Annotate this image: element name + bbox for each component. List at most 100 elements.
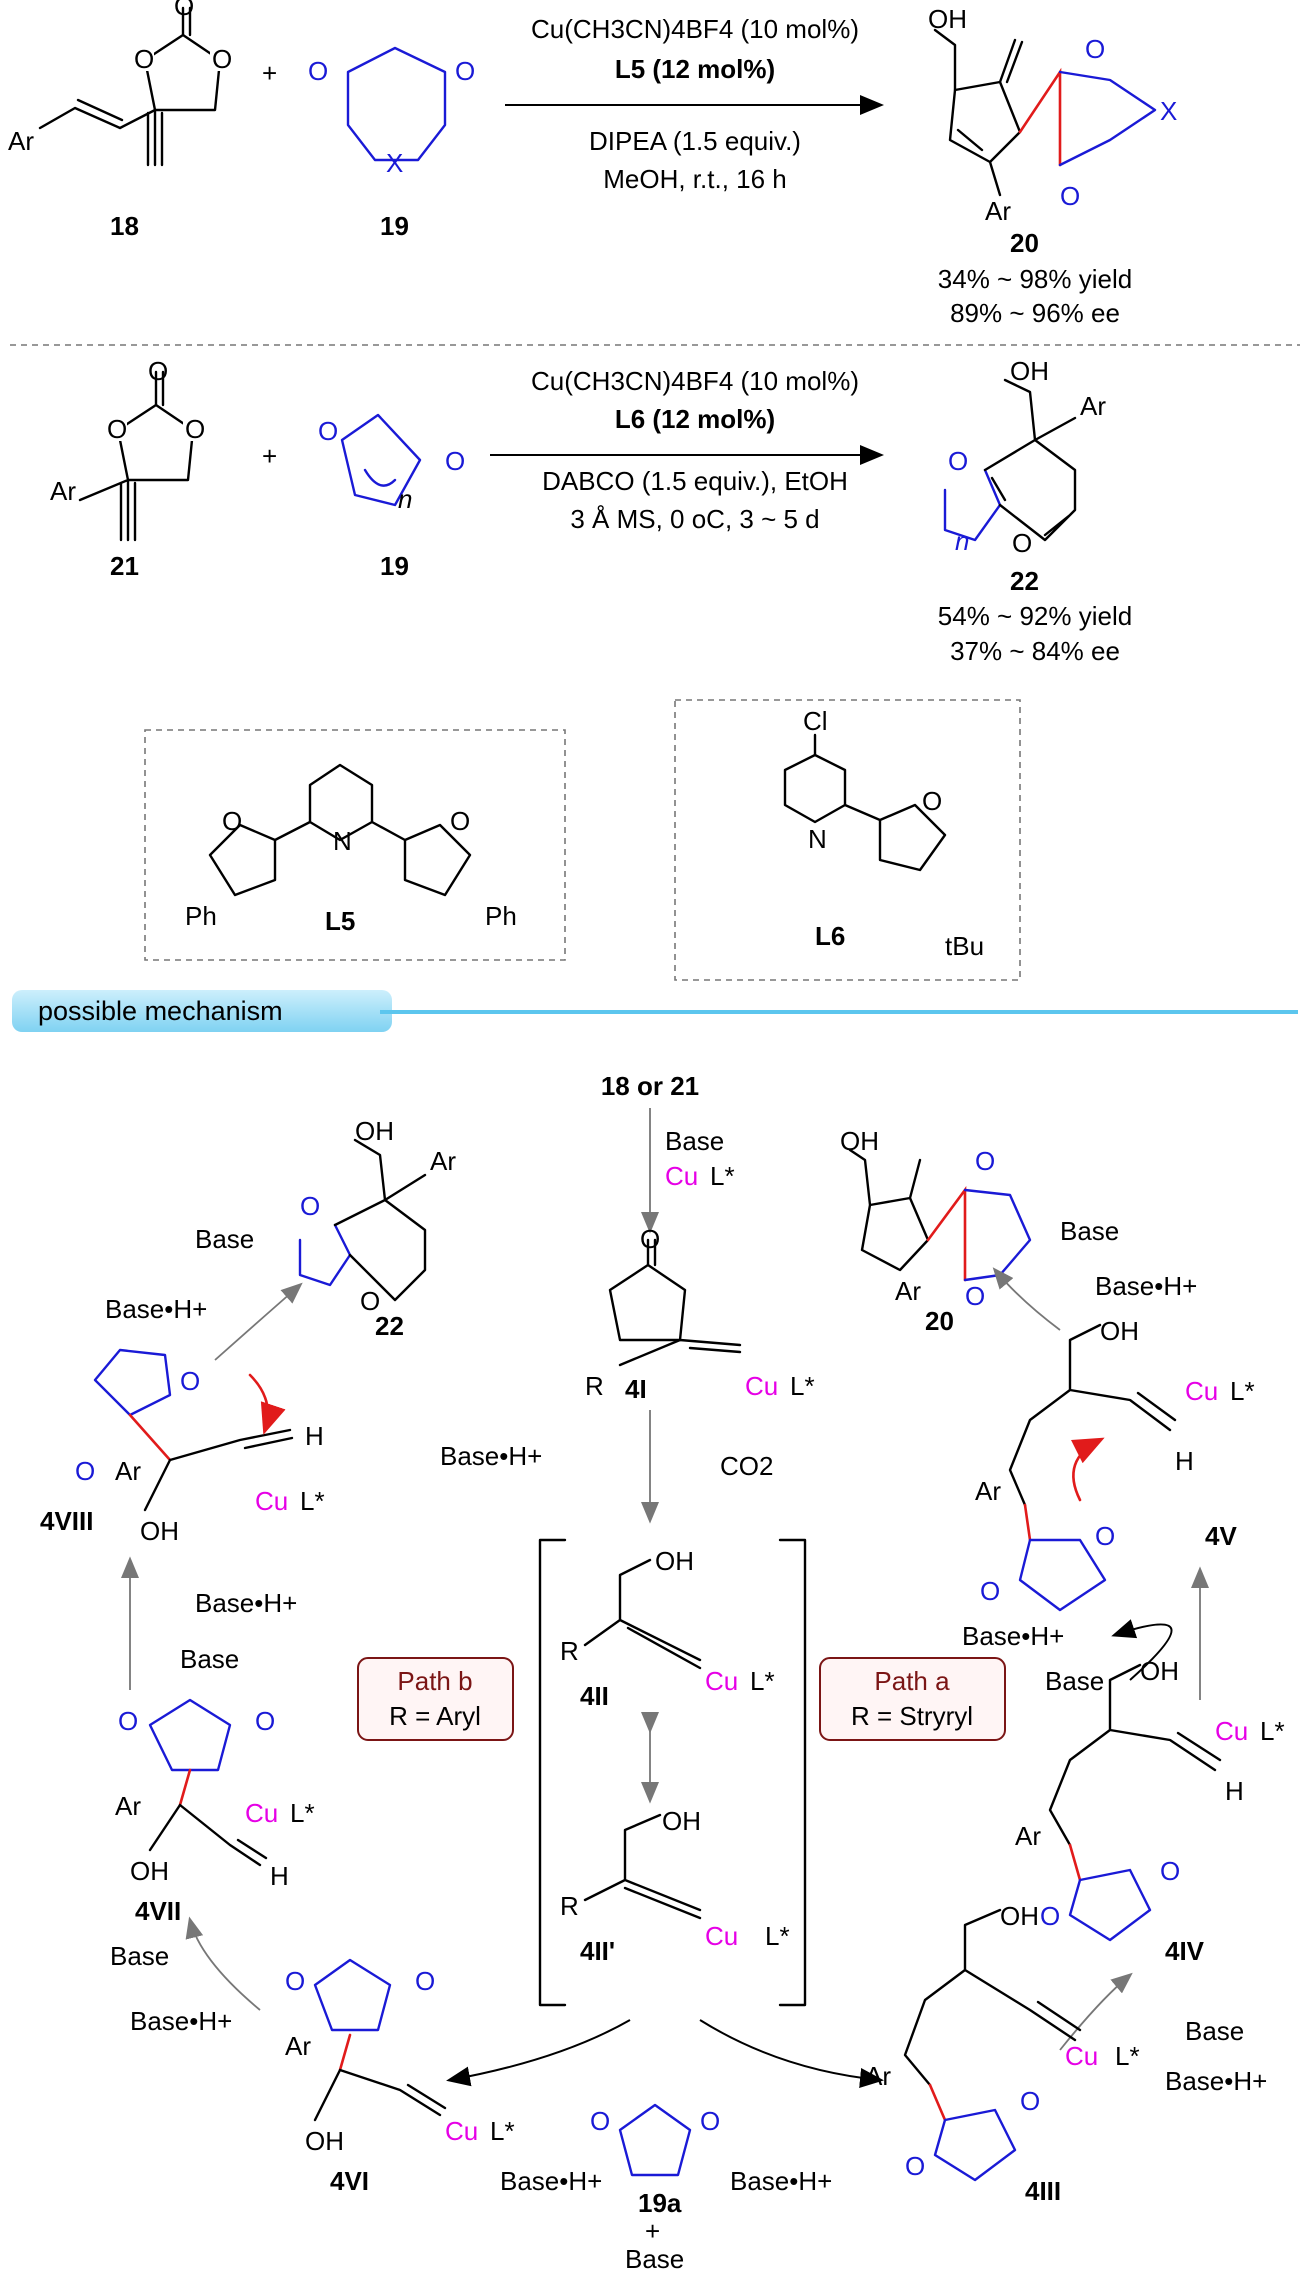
reaction1-solvent: MeOH, r.t., 16 h bbox=[603, 164, 787, 194]
label-20: 20 bbox=[925, 1306, 954, 1336]
reagent-base: Base bbox=[180, 1644, 239, 1674]
atom-n: N bbox=[808, 824, 827, 854]
banner-label: possible mechanism bbox=[38, 996, 283, 1026]
cu-label: Cu bbox=[255, 1486, 288, 1516]
label-4IV: 4IV bbox=[1165, 1936, 1205, 1966]
ligand-label: L* bbox=[750, 1666, 775, 1696]
atom-o: O bbox=[1020, 2086, 1040, 2116]
atom-ar: Ar bbox=[895, 1276, 921, 1306]
atom-oh: OH bbox=[1100, 1316, 1139, 1346]
reaction2-conditions: 3 Å MS, 0 oC, 3 ~ 5 d bbox=[570, 504, 819, 534]
reaction2-yield: 54% ~ 92% yield bbox=[938, 601, 1132, 631]
ligand-label: L* bbox=[765, 1921, 790, 1951]
bracket-left bbox=[538, 1538, 567, 2007]
ligand-l5: N O O Ph Ph L5 bbox=[185, 763, 517, 936]
intermediate-4VIII: O O Ar OH H Cu L* 4VIII bbox=[40, 1348, 325, 1546]
reaction2-ligand: L6 (12 mol%) bbox=[615, 404, 775, 434]
compound-22: O O OH Ar n 22 54% ~ 92% yield 37% ~ 84%… bbox=[938, 356, 1132, 666]
atom-o: O bbox=[1012, 528, 1032, 558]
atom-oh: OH bbox=[355, 1116, 394, 1146]
label-4VI: 4VI bbox=[330, 2166, 369, 2196]
reagent-base-h: Base•H+ bbox=[440, 1441, 542, 1471]
ligand-label: L* bbox=[1230, 1376, 1255, 1406]
reagent-cu: Cu bbox=[665, 1161, 698, 1191]
atom-o: O bbox=[212, 44, 232, 74]
atom-o: O bbox=[965, 1281, 985, 1311]
atom-o: O bbox=[174, 0, 194, 21]
intermediate-4III: OH Cu L* Ar O O 4III bbox=[865, 1901, 1140, 2206]
atom-x: X bbox=[1160, 96, 1177, 126]
intermediate-4IV: OH Cu L* H Ar O O 4IV bbox=[1015, 1656, 1285, 1966]
ligand-label: L* bbox=[790, 1371, 815, 1401]
atom-ar: Ar bbox=[1015, 1821, 1041, 1851]
reagent-base: Base bbox=[110, 1941, 169, 1971]
reagent-base-h: Base•H+ bbox=[105, 1294, 207, 1324]
atom-n-index: n bbox=[955, 526, 969, 556]
reagent-base: Base bbox=[195, 1224, 254, 1254]
reagent-base-h: Base•H+ bbox=[1095, 1271, 1197, 1301]
atom-o: O bbox=[285, 1966, 305, 1996]
atom-r: R bbox=[560, 1636, 579, 1666]
atom-o: O bbox=[360, 1286, 380, 1316]
atom-o: O bbox=[308, 56, 328, 86]
atom-o: O bbox=[1040, 1901, 1060, 1931]
reaction2: O O O Ar 21 + O O n 19 Cu(CH3CN)4BF4 (10… bbox=[50, 356, 1132, 666]
label-4I: 4I bbox=[625, 1374, 647, 1404]
plus-sign: + bbox=[645, 2216, 660, 2246]
cu-label: Cu bbox=[445, 2116, 478, 2146]
label-4II: 4II bbox=[580, 1681, 609, 1711]
atom-o: O bbox=[922, 786, 942, 816]
path-a-title: Path a bbox=[874, 1666, 950, 1696]
ligand-label-l6: L6 bbox=[815, 921, 845, 951]
atom-o: O bbox=[1085, 34, 1105, 64]
atom-ar: Ar bbox=[985, 196, 1011, 226]
atom-o: O bbox=[975, 1146, 995, 1176]
atom-ar: Ar bbox=[115, 1791, 141, 1821]
atom-oh: OH bbox=[140, 1516, 179, 1546]
atom-x: X bbox=[386, 148, 403, 178]
mechanism-banner: possible mechanism bbox=[12, 990, 392, 1032]
banner-divider bbox=[380, 1010, 1298, 1014]
intermediate-4VII: O O Ar OH Cu L* H 4VII bbox=[115, 1698, 315, 1926]
label-4VIII: 4VIII bbox=[40, 1506, 93, 1536]
atom-o: O bbox=[1060, 181, 1080, 211]
intermediate-4IIp: OH R Cu L* 4II' bbox=[560, 1806, 790, 1966]
reagent-base: Base bbox=[1185, 2016, 1244, 2046]
atom-oh: OH bbox=[1000, 1901, 1039, 1931]
atom-ar: Ar bbox=[115, 1456, 141, 1486]
reagent-base: Base bbox=[1045, 1666, 1104, 1696]
compound-label-22: 22 bbox=[1010, 566, 1039, 596]
path-a-r: R = Stryryl bbox=[851, 1701, 973, 1731]
intermediate-4I: O R Cu L* 4I bbox=[585, 1224, 815, 1404]
arrow-base-4v bbox=[1111, 1619, 1173, 1681]
atom-oh: OH bbox=[130, 1856, 169, 1886]
atom-o: O bbox=[107, 414, 127, 444]
atom-ar: Ar bbox=[865, 2061, 891, 2091]
reaction1: O O O Ar 18 + O O X 19 Cu(CH3CN)4BF4 (10… bbox=[8, 0, 1177, 328]
atom-o: O bbox=[640, 1224, 660, 1254]
label-19a: 19a bbox=[638, 2188, 682, 2218]
ligand-l6: Cl N O tBu L6 bbox=[783, 706, 984, 961]
reagent-base-h: Base•H+ bbox=[730, 2166, 832, 2196]
cu-label: Cu bbox=[1215, 1716, 1248, 1746]
atom-r: R bbox=[585, 1371, 604, 1401]
atom-oh: OH bbox=[928, 4, 967, 34]
reagent-base: Base bbox=[1060, 1216, 1119, 1246]
atom-o: O bbox=[118, 1706, 138, 1736]
atom-oh: OH bbox=[1140, 1656, 1179, 1686]
path-b-title: Path b bbox=[397, 1666, 472, 1696]
atom-o: O bbox=[300, 1191, 320, 1221]
atom-o: O bbox=[455, 56, 475, 86]
cu-label: Cu bbox=[705, 1921, 738, 1951]
cu-label: Cu bbox=[705, 1666, 738, 1696]
atom-o: O bbox=[1095, 1521, 1115, 1551]
reagent-base: Base bbox=[625, 2244, 684, 2273]
atom-ph: Ph bbox=[485, 901, 517, 931]
ligand-l6-box bbox=[674, 699, 1021, 981]
atom-o: O bbox=[75, 1456, 95, 1486]
compound-19: O O X 19 bbox=[308, 46, 475, 241]
atom-n-index: n bbox=[398, 484, 412, 514]
reaction2-base: DABCO (1.5 equiv.), EtOH bbox=[542, 466, 848, 496]
path-b-r: R = Aryl bbox=[389, 1701, 481, 1731]
label-4III: 4III bbox=[1025, 2176, 1061, 2206]
